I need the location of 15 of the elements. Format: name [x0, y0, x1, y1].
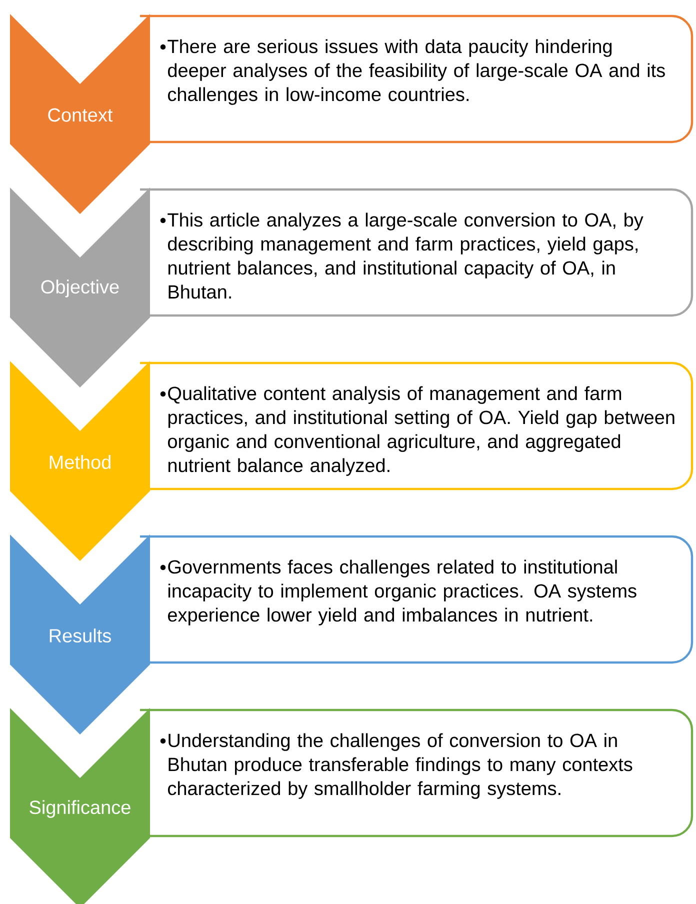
node-label: Governments faces challenges related to institutional incapacity to implement organic practices. OA systems experience lower yield and imbalances in nutrient. [168, 560, 636, 626]
text-box: Qualitative content analysis of management and farm practices, and institutional setting of OA. Yield gap between organic and conventional agriculture, and aggregated nutrient balance analyzed. [140, 362, 694, 490]
node-label: There are serious issues with data paucity hindering deeper analyses of the feasibility of large-scale OA and its challenges in low-income countries. [168, 39, 665, 105]
text-box: Governments faces challenges related to institutional incapacity to implement organic practices. OA systems experience lower yield and imbalances in nutrient. [140, 535, 694, 664]
node-label: This article analyzes a large-scale conversion to OA, by describing management and farm practices, yield gaps, nutrient balances, and institutional capacity of OA, in Bhutan. [168, 212, 644, 299]
text-box: There are serious issues with data paucity hindering deeper analyses of the feasibility of large-scale OA and its challenges in low-income countries. [140, 14, 694, 144]
text-box: Understanding the challenges of conversion to OA in Bhutan produce transferable findings to many contexts characterized by smallholder farming systems. [140, 708, 694, 838]
node-label: Qualitative content analysis of management and farm practices, and institutional setting of OA. Yield gap between organic and conventional agriculture, and aggregated nutrient balance analyzed. [168, 386, 674, 476]
node-label: Understanding the challenges of conversion to OA in Bhutan produce transferable findings to many contexts characterized by smallholder farming systems. [168, 733, 632, 799]
chevron-banner: Results [10, 534, 150, 734]
text-box: This article analyzes a large-scale conversion to OA, by describing management and farm practices, yield gaps, nutrient balances, and institutional capacity of OA, in Bhutan. [140, 188, 694, 317]
chevron-banner: Method [10, 361, 150, 561]
chevron-banner: Context [10, 14, 150, 214]
chevron-banner: Objective [10, 188, 150, 388]
chevron-banner: Significance [10, 708, 150, 904]
